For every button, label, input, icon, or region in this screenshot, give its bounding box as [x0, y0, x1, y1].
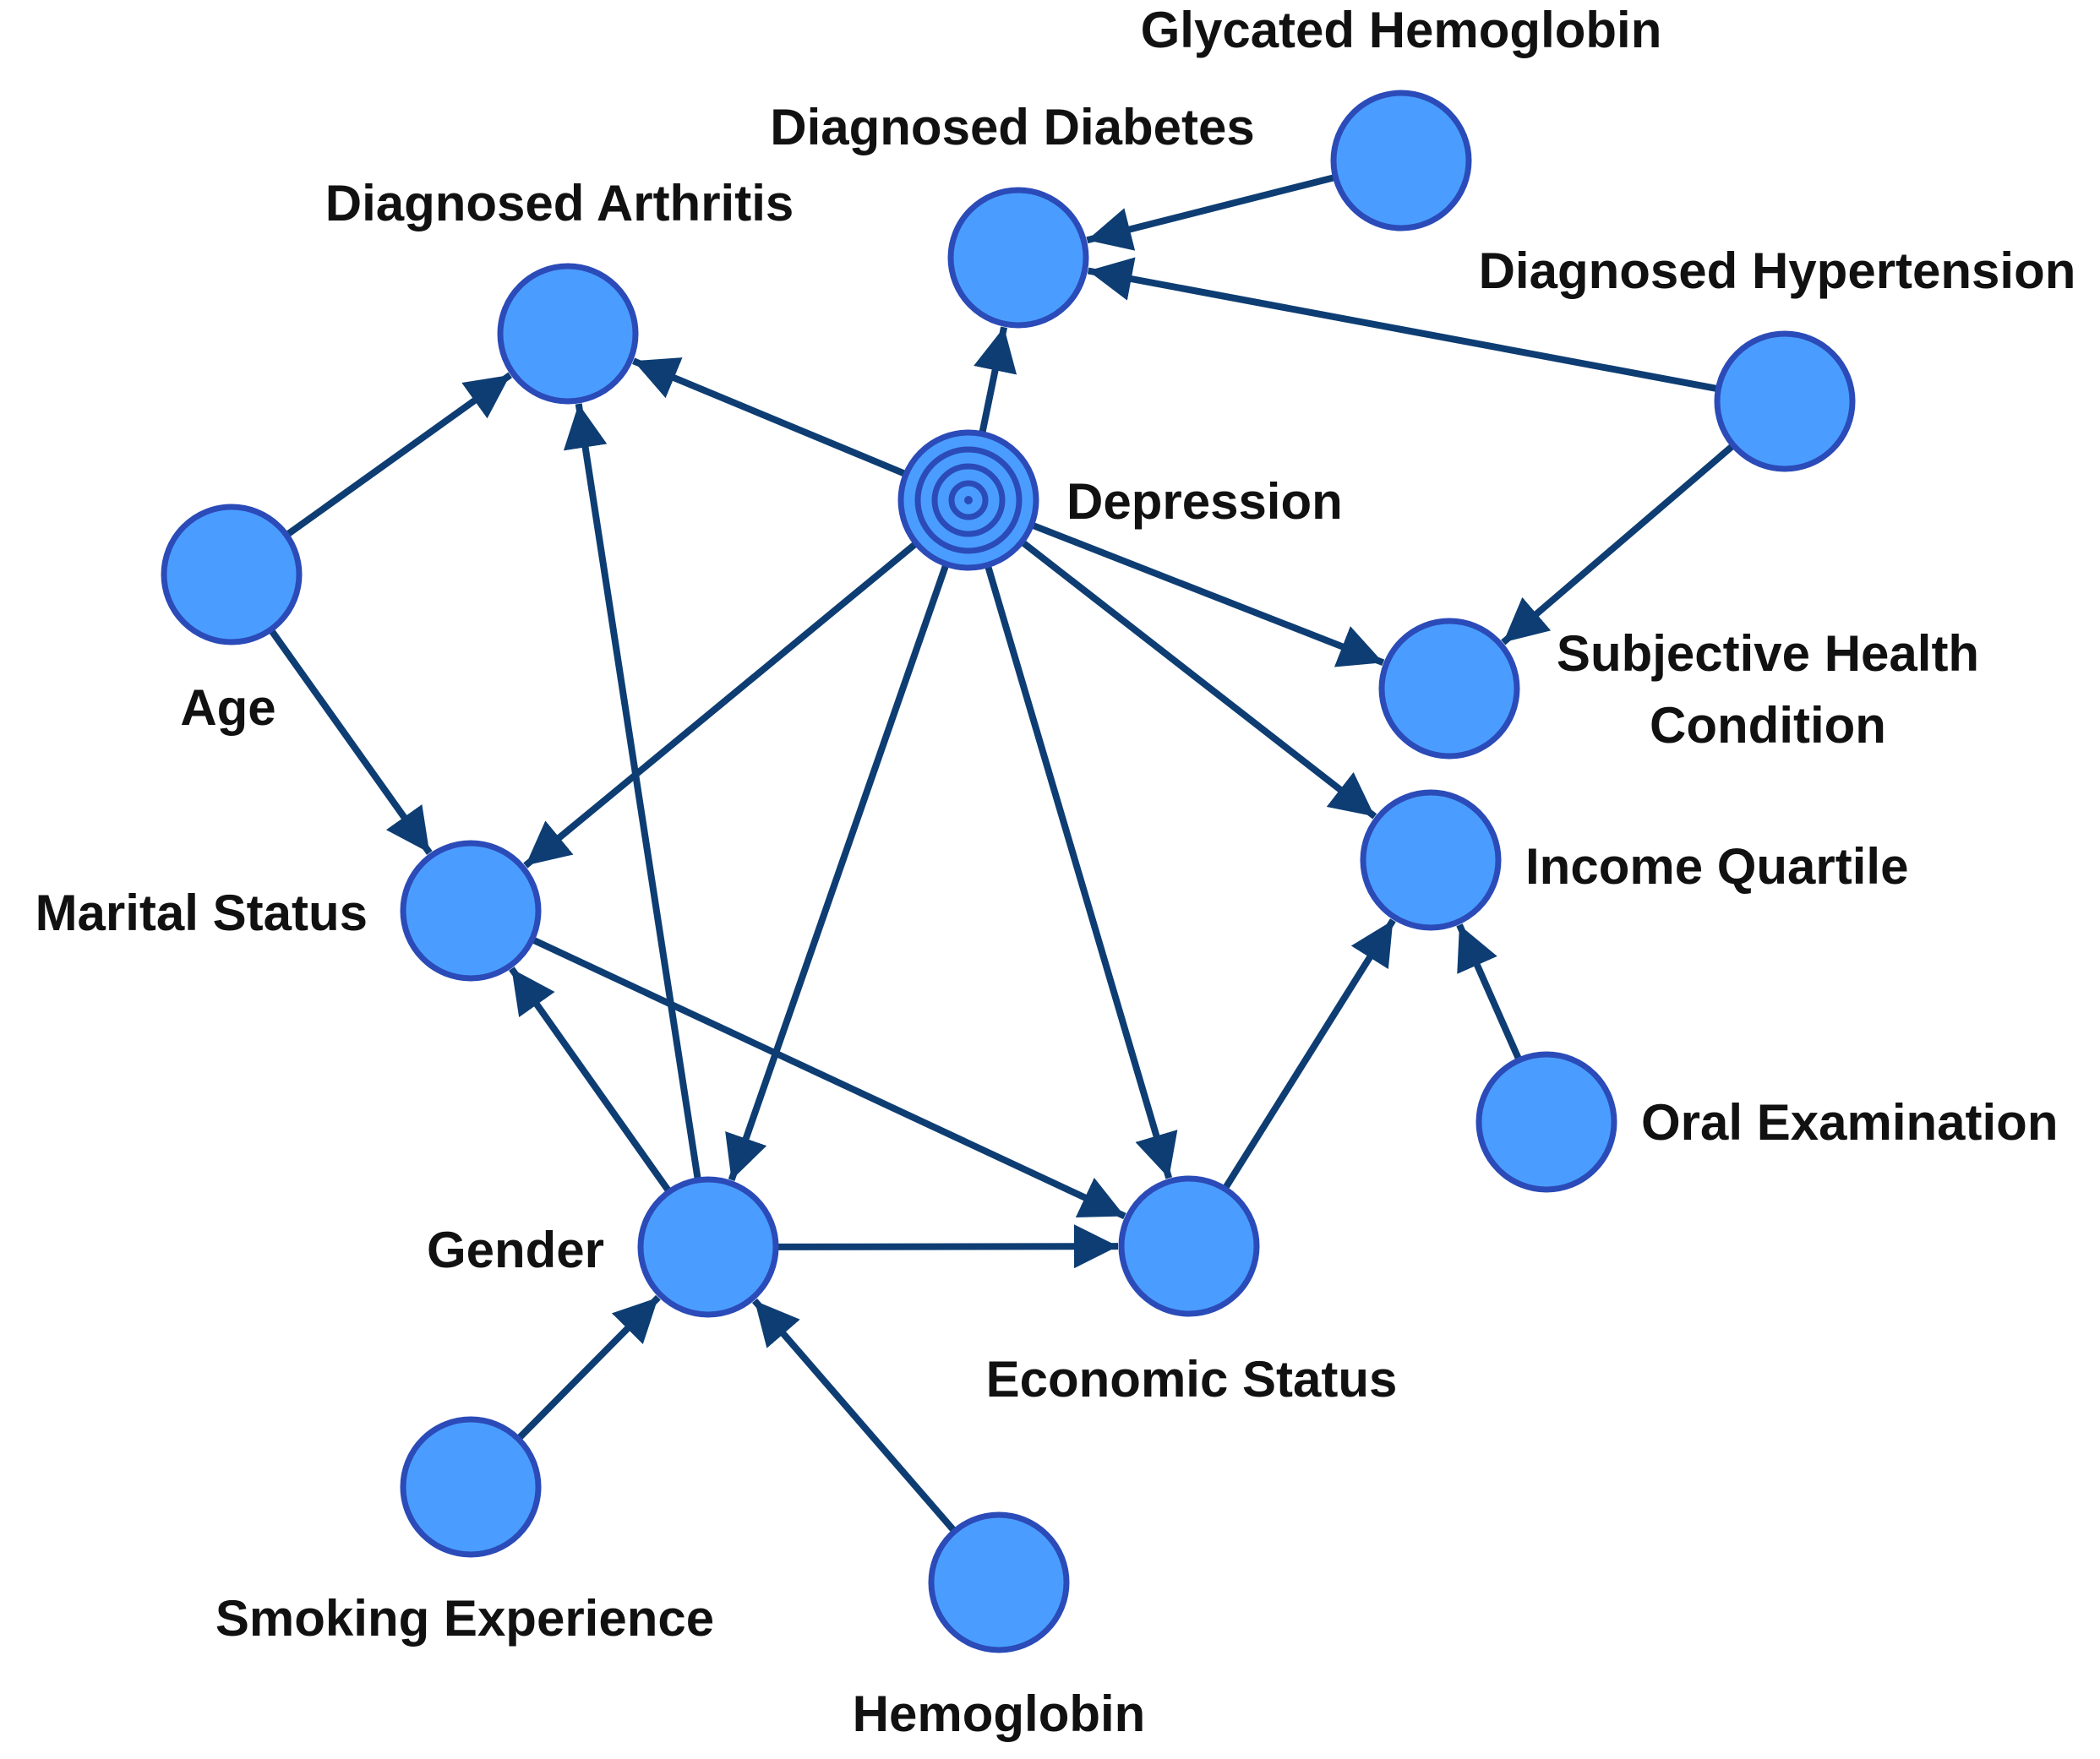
edge-hemoglobin-to-gender	[751, 1298, 957, 1534]
node-diagnosed-hypertension[interactable]	[1714, 330, 1856, 472]
node-diagnosed-diabetes[interactable]	[947, 187, 1089, 329]
label-line: Condition	[1650, 697, 1886, 754]
label-line: Glycated Hemoglobin	[1141, 2, 1662, 58]
target-ring	[914, 446, 1023, 554]
edge-depression-to-economic-status	[984, 564, 1178, 1179]
node-depression[interactable]	[897, 429, 1039, 571]
label-line: Gender	[427, 1222, 604, 1278]
label-smoking-experience: Smoking Experience	[215, 1590, 714, 1647]
edge-gender-to-diagnosed-arthritis	[563, 403, 701, 1181]
label-line: Depression	[1066, 473, 1343, 530]
label-line: Subjective Health	[1557, 625, 1979, 682]
node-circle-diagnosed-arthritis[interactable]	[497, 263, 639, 405]
node-diagnosed-arthritis[interactable]	[497, 263, 639, 405]
node-oral-examination[interactable]	[1475, 1051, 1617, 1193]
node-income-quartile[interactable]	[1360, 789, 1502, 931]
node-marital-status[interactable]	[400, 840, 542, 982]
node-circle-diagnosed-hypertension[interactable]	[1714, 330, 1856, 472]
node-gender[interactable]	[637, 1176, 779, 1318]
edge-oral-examination-to-income-quartile	[1456, 923, 1523, 1062]
edge-depression-to-marital-status	[523, 540, 919, 869]
label-gender: Gender	[427, 1222, 604, 1278]
target-ring	[948, 480, 989, 520]
edge-marital-status-to-economic-status	[530, 936, 1126, 1220]
label-diagnosed-diabetes: Diagnosed Diabetes	[770, 99, 1255, 155]
edge-depression-to-diagnosed-arthritis	[632, 357, 908, 477]
label-marital-status: Marital Status	[35, 885, 368, 941]
node-circle-gender[interactable]	[637, 1176, 779, 1318]
label-age: Age	[180, 679, 275, 736]
node-circle-oral-examination[interactable]	[1475, 1051, 1617, 1193]
label-line: Hemoglobin	[853, 1685, 1146, 1742]
edge-depression-to-diagnosed-diabetes	[974, 326, 1017, 435]
label-line: Smoking Experience	[215, 1590, 714, 1647]
label-economic-status: Economic Status	[986, 1351, 1398, 1408]
edge-age-to-marital-status	[268, 627, 433, 855]
node-glycated-hemoglobin[interactable]	[1330, 90, 1472, 231]
label-line: Diagnosed Diabetes	[770, 99, 1255, 155]
label-glycated-hemoglobin: Glycated Hemoglobin	[1141, 2, 1662, 58]
label-line: Income Quartile	[1525, 838, 1908, 895]
node-circle-smoking-experience[interactable]	[400, 1416, 542, 1558]
edge-gender-to-marital-status	[509, 967, 673, 1194]
edge-diagnosed-hypertension-to-diagnosed-diabetes	[1087, 257, 1720, 393]
edge-depression-to-gender	[725, 563, 950, 1182]
node-circle-diagnosed-diabetes[interactable]	[947, 187, 1089, 329]
edge-diagnosed-hypertension-to-subjective-health	[1501, 442, 1736, 645]
node-economic-status[interactable]	[1118, 1175, 1260, 1317]
label-line: Age	[180, 679, 275, 736]
label-diagnosed-arthritis: Diagnosed Arthritis	[325, 175, 794, 231]
edge-age-to-diagnosed-arthritis	[284, 372, 513, 538]
edge-depression-to-income-quartile	[1019, 539, 1377, 820]
node-circle-subjective-health[interactable]	[1378, 618, 1520, 760]
label-income-quartile: Income Quartile	[1525, 838, 1908, 895]
label-line: Economic Status	[986, 1351, 1398, 1408]
label-line: Marital Status	[35, 885, 368, 941]
edge-economic-status-to-income-quartile	[1222, 918, 1396, 1191]
node-subjective-health[interactable]	[1378, 618, 1520, 760]
label-hemoglobin: Hemoglobin	[853, 1685, 1146, 1742]
node-circle-income-quartile[interactable]	[1360, 789, 1502, 931]
label-line: Diagnosed Hypertension	[1479, 242, 2076, 299]
label-depression: Depression	[1066, 473, 1343, 530]
target-center-dot	[964, 496, 973, 504]
nodes-layer	[161, 90, 1856, 1653]
label-diagnosed-hypertension: Diagnosed Hypertension	[1479, 242, 2076, 299]
edge-gender-to-economic-status	[775, 1224, 1119, 1269]
edges-layer	[268, 173, 1736, 1534]
node-circle-economic-status[interactable]	[1118, 1175, 1260, 1317]
node-circle-hemoglobin[interactable]	[928, 1511, 1070, 1653]
label-line: Diagnosed Arthritis	[325, 175, 794, 231]
node-hemoglobin[interactable]	[928, 1511, 1070, 1653]
edge-depression-to-subjective-health	[1030, 521, 1385, 667]
edge-smoking-experience-to-gender	[515, 1294, 661, 1441]
node-circle-age[interactable]	[161, 504, 303, 645]
node-age[interactable]	[161, 504, 303, 645]
label-oral-examination: Oral Examination	[1641, 1094, 2058, 1151]
node-circle-marital-status[interactable]	[400, 840, 542, 982]
label-line: Oral Examination	[1641, 1094, 2058, 1151]
edge-glycated-hemoglobin-to-diagnosed-diabetes	[1086, 173, 1337, 251]
node-circle-glycated-hemoglobin[interactable]	[1330, 90, 1472, 231]
target-ring	[931, 463, 1006, 537]
node-smoking-experience[interactable]	[400, 1416, 542, 1558]
